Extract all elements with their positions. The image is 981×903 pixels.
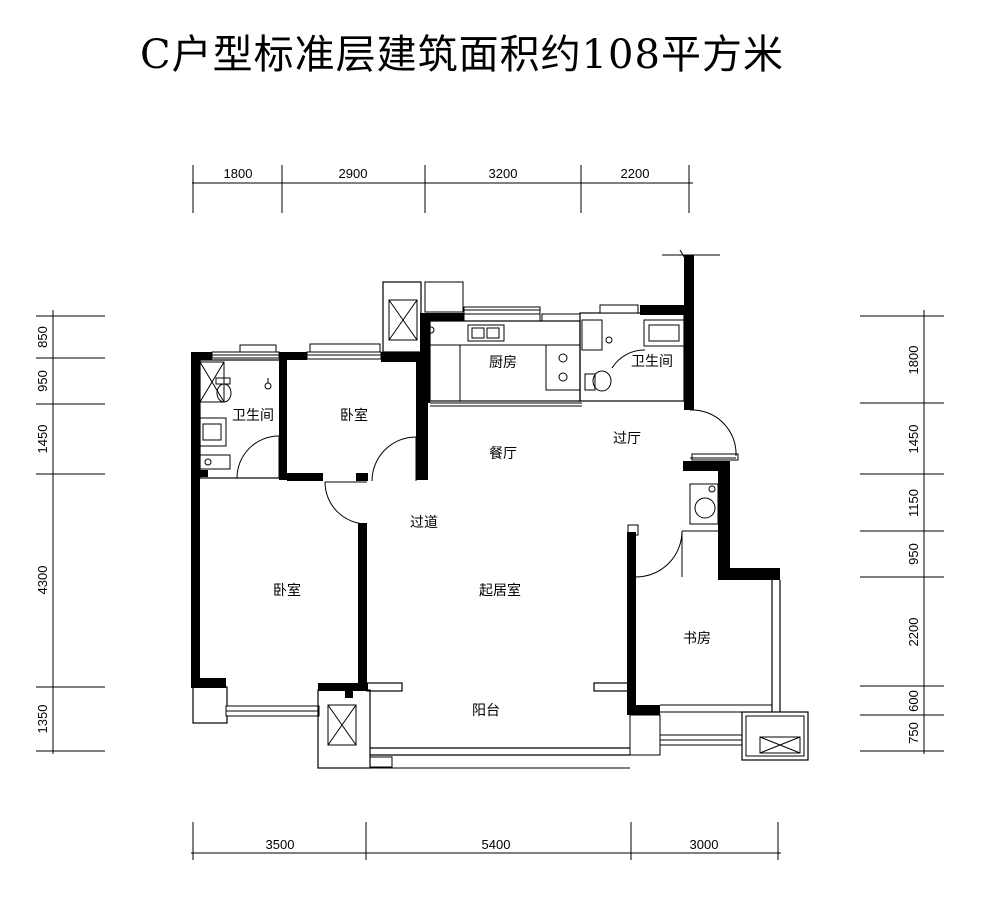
label-corridor: 过道 (410, 515, 438, 531)
label-bedroom-top: 卧室 (340, 407, 368, 424)
label-bath-left: 卫生间 (232, 408, 274, 424)
dim-top-2: 2900 (339, 166, 368, 181)
dim-left-3: 1450 (35, 425, 50, 454)
top-dimension-line: 1800 2900 3200 2200 (192, 165, 693, 213)
dim-right-5: 2200 (906, 618, 921, 647)
dim-left-4: 4300 (35, 566, 50, 595)
thin-outlines (192, 249, 809, 769)
dim-top-3: 3200 (489, 166, 518, 181)
label-balcony: 阳台 (472, 703, 500, 719)
plan-title: C户型标准层建筑面积约108平方米 (140, 32, 784, 78)
dim-right-6: 600 (906, 690, 921, 712)
left-dimension-line: 850 950 1450 4300 1350 (35, 310, 105, 754)
dim-bottom-2: 5400 (482, 837, 511, 852)
dim-right-3: 1150 (906, 489, 921, 517)
bottom-dimension-line: 3500 5400 3000 (191, 822, 781, 860)
dim-top-4: 2200 (621, 166, 650, 181)
dim-right-1: 1800 (906, 346, 921, 375)
label-study: 书房 (683, 631, 711, 647)
label-bath-right: 卫生间 (631, 354, 673, 370)
dim-left-2: 950 (35, 370, 50, 392)
room-labels: 卫生间 卧室 厨房 卫生间 餐厅 过厅 过道 卧室 起居室 书房 阳台 (232, 354, 711, 719)
label-dining: 餐厅 (489, 446, 517, 462)
dim-bottom-1: 3500 (266, 837, 295, 852)
walls (191, 255, 780, 715)
dim-left-1: 850 (35, 326, 50, 348)
label-kitchen: 厨房 (489, 355, 517, 371)
dim-right-2: 1450 (906, 425, 921, 454)
dim-bottom-3: 3000 (690, 837, 719, 852)
dim-top-1: 1800 (224, 166, 253, 181)
dim-right-7: 750 (906, 722, 921, 744)
label-foyer: 过厅 (613, 431, 641, 447)
right-dimension-line: 1800 1450 1150 950 2200 600 750 (860, 310, 944, 754)
label-bedroom-left: 卧室 (273, 582, 301, 599)
dim-right-4: 950 (906, 543, 921, 565)
dim-left-5: 1350 (35, 705, 50, 734)
label-living: 起居室 (479, 582, 521, 599)
